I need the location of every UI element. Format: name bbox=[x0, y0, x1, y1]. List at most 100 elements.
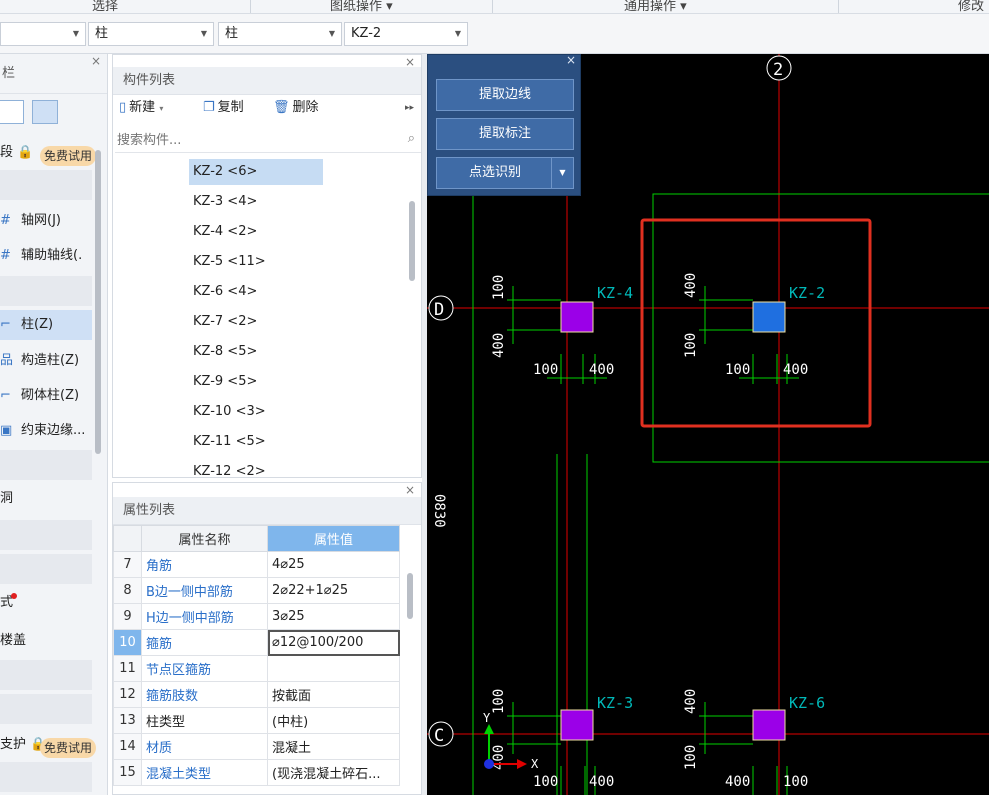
boundary-member-icon: ▣ bbox=[0, 423, 13, 438]
free-trial-badge[interactable]: 免费试用 bbox=[40, 146, 97, 166]
list-item[interactable]: KZ-3 <4> bbox=[193, 194, 258, 209]
list-item[interactable]: KZ-7 <2> bbox=[193, 314, 258, 329]
component-search: ⌕ bbox=[115, 129, 421, 153]
nav-item-column[interactable]: ⌐柱(Z) bbox=[0, 310, 92, 340]
table-row[interactable]: 10 箍筋 ⌀12@100/200 bbox=[113, 629, 400, 656]
trash-icon: 🗑 bbox=[273, 100, 290, 115]
notification-dot bbox=[11, 593, 17, 599]
more-icon[interactable]: ▸▸ bbox=[405, 103, 415, 113]
axis-bubble-d[interactable] bbox=[428, 295, 454, 321]
svg-text:400: 400 bbox=[683, 689, 699, 714]
component-subtype-selector[interactable]: 柱▼ bbox=[218, 22, 342, 46]
svg-text:100: 100 bbox=[491, 275, 507, 300]
column-kz-4[interactable] bbox=[560, 301, 594, 333]
list-item[interactable]: KZ-12 <2> bbox=[193, 464, 266, 478]
tree-view-icon[interactable] bbox=[32, 100, 58, 124]
column-label: KZ-2 bbox=[789, 284, 825, 302]
chevron-down-icon: ▼ bbox=[200, 29, 207, 38]
table-row[interactable]: 8 B边一侧中部筋 2⌀22+1⌀25 bbox=[113, 577, 400, 604]
column-kz-3[interactable] bbox=[560, 709, 594, 741]
point-identify-button[interactable]: 点选识别▼ bbox=[436, 157, 574, 189]
nav-item-boundary[interactable]: ▣约束边缘... bbox=[0, 416, 92, 446]
nav-item-aux-axis[interactable]: #辅助轴线(. bbox=[0, 241, 92, 271]
svg-text:D: D bbox=[434, 300, 444, 320]
close-icon[interactable]: × bbox=[404, 483, 415, 497]
table-row[interactable]: 15 混凝土类型 (现浇混凝土碎石... bbox=[113, 759, 400, 786]
ucs-axis-icon: Y X bbox=[483, 711, 539, 771]
new-button[interactable]: ▯新建 ▾ bbox=[119, 100, 164, 115]
nav-item-opening[interactable]: 洞 bbox=[0, 491, 14, 506]
extract-annotation-button[interactable]: 提取标注 bbox=[436, 118, 574, 150]
component-toolbar: ▯新建 ▾ ❐复制 🗑删除 ▸▸ bbox=[113, 93, 421, 123]
grid-icon: # bbox=[0, 213, 11, 228]
recognition-panel: × 提取边线 提取标注 点选识别▼ bbox=[427, 53, 581, 196]
ribbon-group-drawing[interactable]: 图纸操作 ▾ bbox=[330, 0, 393, 14]
list-item[interactable]: KZ-2 <6> bbox=[189, 159, 323, 185]
nav-item-support[interactable]: 支护 🔒免费试用 bbox=[0, 730, 97, 760]
nav-item-masonry-column[interactable]: ⌐砌体柱(Z) bbox=[0, 381, 92, 411]
nav-item-style[interactable]: 式 bbox=[0, 588, 92, 618]
property-list-scrollbar[interactable] bbox=[407, 573, 413, 619]
selector-bar: ▼ 柱▼ 柱▼ KZ-2▼ bbox=[0, 14, 989, 54]
nav-item-axis-grid[interactable]: #轴网(J) bbox=[0, 206, 92, 236]
property-list-title: 属性列表 bbox=[113, 497, 421, 525]
table-row[interactable]: 14 材质 混凝土 bbox=[113, 733, 400, 760]
grid-icon: # bbox=[0, 248, 11, 263]
floor-selector[interactable]: ▼ bbox=[0, 22, 86, 46]
list-item[interactable]: KZ-6 <4> bbox=[193, 284, 258, 299]
axis-bubble-c[interactable] bbox=[428, 721, 454, 747]
table-row[interactable]: 13 柱类型 (中柱) bbox=[113, 707, 400, 734]
component-list-scrollbar[interactable] bbox=[409, 201, 415, 281]
svg-text:100: 100 bbox=[533, 362, 558, 378]
list-item[interactable]: KZ-9 <5> bbox=[193, 374, 258, 389]
search-icon[interactable]: ⌕ bbox=[407, 131, 415, 146]
table-row[interactable]: 9 H边一侧中部筋 3⌀25 bbox=[113, 603, 400, 630]
close-icon[interactable]: × bbox=[565, 53, 576, 67]
axis-bubble-2[interactable] bbox=[766, 55, 792, 81]
component-type-selector[interactable]: 柱▼ bbox=[88, 22, 214, 46]
nav-item-constructional-column[interactable]: 品构造柱(Z) bbox=[0, 346, 92, 376]
svg-text:100: 100 bbox=[683, 745, 699, 770]
table-row[interactable]: 12 箍筋肢数 按截面 bbox=[113, 681, 400, 708]
list-item[interactable]: KZ-10 <3> bbox=[193, 404, 266, 419]
stirrup-value-input[interactable]: ⌀12@100/200 bbox=[267, 629, 400, 656]
column-header-name: 属性名称 bbox=[141, 525, 268, 552]
component-search-input[interactable] bbox=[115, 129, 385, 151]
nav-scrollbar[interactable] bbox=[95, 150, 101, 454]
list-item[interactable]: KZ-4 <2> bbox=[193, 224, 258, 239]
svg-text:100: 100 bbox=[725, 362, 750, 378]
copy-button[interactable]: ❐复制 bbox=[203, 100, 244, 115]
svg-text:Y: Y bbox=[483, 711, 491, 725]
table-row[interactable]: 11 节点区箍筋 bbox=[113, 655, 400, 682]
nav-item-floor-slab[interactable]: 楼盖 bbox=[0, 633, 27, 648]
free-trial-badge[interactable]: 免费试用 bbox=[40, 738, 97, 758]
component-name-selector[interactable]: KZ-2▼ bbox=[344, 22, 468, 46]
component-list-title: 构件列表 bbox=[113, 67, 421, 95]
list-item[interactable]: KZ-8 <5> bbox=[193, 344, 258, 359]
close-icon[interactable]: × bbox=[90, 54, 101, 68]
svg-text:0830: 0830 bbox=[431, 494, 447, 528]
table-row[interactable]: 7 角筋 4⌀25 bbox=[113, 551, 400, 578]
svg-text:400: 400 bbox=[589, 774, 614, 790]
nav-title: 栏 bbox=[0, 54, 107, 94]
nav-item-segment[interactable]: 段 🔒免费试用 bbox=[0, 138, 97, 168]
view-toggle bbox=[0, 96, 100, 126]
svg-text:X: X bbox=[531, 757, 539, 771]
navigation-panel: 栏 × 段 🔒免费试用 #轴网(J) #辅助轴线(. ⌐柱(Z) 品构造柱(Z)… bbox=[0, 54, 108, 795]
ribbon-group-select[interactable]: 选择 bbox=[92, 0, 119, 14]
ribbon-group-bar: 选择 图纸操作 ▾ 通用操作 ▾ 修改 bbox=[0, 0, 989, 14]
chevron-down-icon[interactable]: ▼ bbox=[551, 158, 573, 188]
ribbon-group-general[interactable]: 通用操作 ▾ bbox=[624, 0, 687, 14]
close-icon[interactable]: × bbox=[404, 55, 415, 69]
svg-text:100: 100 bbox=[533, 774, 558, 790]
column-kz-2[interactable] bbox=[752, 301, 786, 333]
extract-edge-button[interactable]: 提取边线 bbox=[436, 79, 574, 111]
ribbon-group-modify[interactable]: 修改 bbox=[958, 0, 985, 14]
list-item[interactable]: KZ-5 <11> bbox=[193, 254, 266, 269]
column-kz-6[interactable] bbox=[752, 709, 786, 741]
panel-splitter[interactable] bbox=[422, 54, 427, 795]
list-view-icon[interactable] bbox=[0, 100, 24, 124]
delete-button[interactable]: 🗑删除 bbox=[273, 100, 319, 115]
list-item[interactable]: KZ-11 <5> bbox=[193, 434, 266, 449]
component-list-panel: 构件列表 × ▯新建 ▾ ❐复制 🗑删除 ▸▸ ⌕ KZ-2 <6> KZ-3 … bbox=[112, 54, 422, 478]
